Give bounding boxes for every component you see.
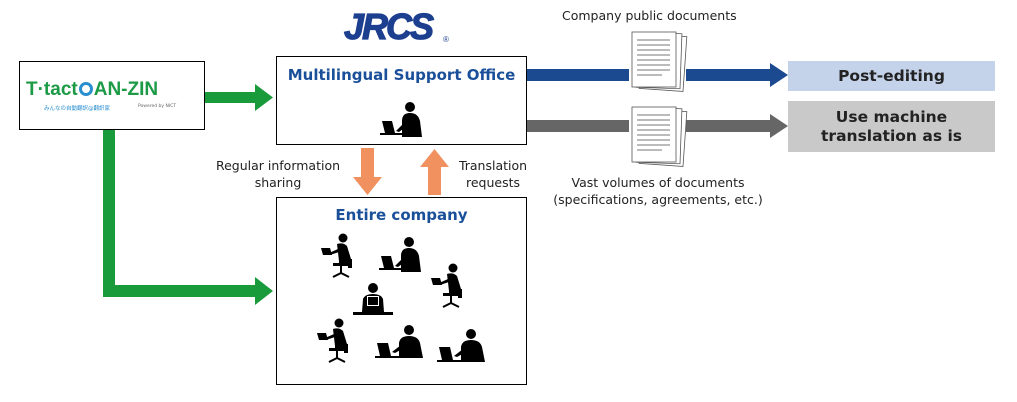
tanzin-logo-box: T·tact AN-ZIN みんなの自動翻訳@翻訳家 Powered by NIC… (19, 61, 205, 130)
translation-requests-line-1: Translation (458, 158, 528, 173)
person-chair-laptop-icon (321, 233, 352, 278)
use-mt-line-1: Use machine (835, 107, 948, 126)
company-public-docs-label: Company public documents (562, 8, 737, 23)
person-desk-front-icon (353, 283, 393, 315)
tanzin-logo-name: T·tact AN-ZIN (26, 79, 158, 101)
document-stack-icon (631, 31, 688, 92)
entire-company-title: Entire company (335, 206, 468, 224)
support-office-title: Multilingual Support Office (287, 66, 516, 84)
regular-info-line-1: Regular information (215, 158, 341, 173)
entire-company-box: Entire company (276, 197, 527, 385)
person-laptop-icon (437, 329, 485, 362)
document-stack-icon (631, 106, 688, 167)
vast-volumes-label: Vast volumes of documents (specification… (528, 174, 788, 208)
support-office-box: Multilingual Support Office (276, 56, 527, 145)
use-mt-line-2: translation as is (821, 126, 962, 145)
post-editing-box: Post-editing (788, 61, 995, 91)
person-chair-laptop-icon (317, 318, 348, 363)
tanzin-powered: Powered by NICT (138, 104, 177, 109)
translation-requests-line-2: requests (465, 175, 521, 190)
regular-info-label: Regular information sharing (198, 157, 358, 191)
person-laptop-icon (375, 325, 423, 358)
vast-volumes-line-1: Vast volumes of documents (571, 175, 745, 190)
regular-info-line-2: sharing (254, 175, 302, 190)
navy-arrow-public-docs (527, 63, 788, 87)
orange-arrow-down (353, 148, 382, 195)
green-arrow-to-office (205, 84, 273, 111)
svg-text:JRCS: JRCS (344, 6, 434, 47)
vast-volumes-line-2: (specifications, agreements, etc.) (553, 192, 763, 207)
gray-arrow-vast-docs (527, 114, 788, 138)
orange-arrow-up (420, 149, 449, 195)
translation-requests-label: Translation requests (448, 157, 538, 191)
post-editing-label: Post-editing (838, 66, 945, 85)
green-arrow-to-company (103, 130, 273, 305)
jrcs-logo: JRCS ® (340, 5, 456, 47)
person-laptop-icon (380, 102, 422, 137)
person-chair-laptop-icon (431, 263, 462, 308)
use-mt-box: Use machine translation as is (788, 101, 995, 152)
jrcs-logo-mark: JRCS ® (343, 5, 449, 47)
person-laptop-icon (379, 237, 421, 272)
tanzin-tagline: みんなの自動翻訳@翻訳家 (44, 106, 111, 112)
earth-icon (78, 82, 93, 96)
tanzin-logo-name-right: AN-ZIN (93, 79, 159, 100)
svg-text:®: ® (443, 35, 449, 44)
tanzin-logo-name-left: T·tact (26, 79, 78, 100)
